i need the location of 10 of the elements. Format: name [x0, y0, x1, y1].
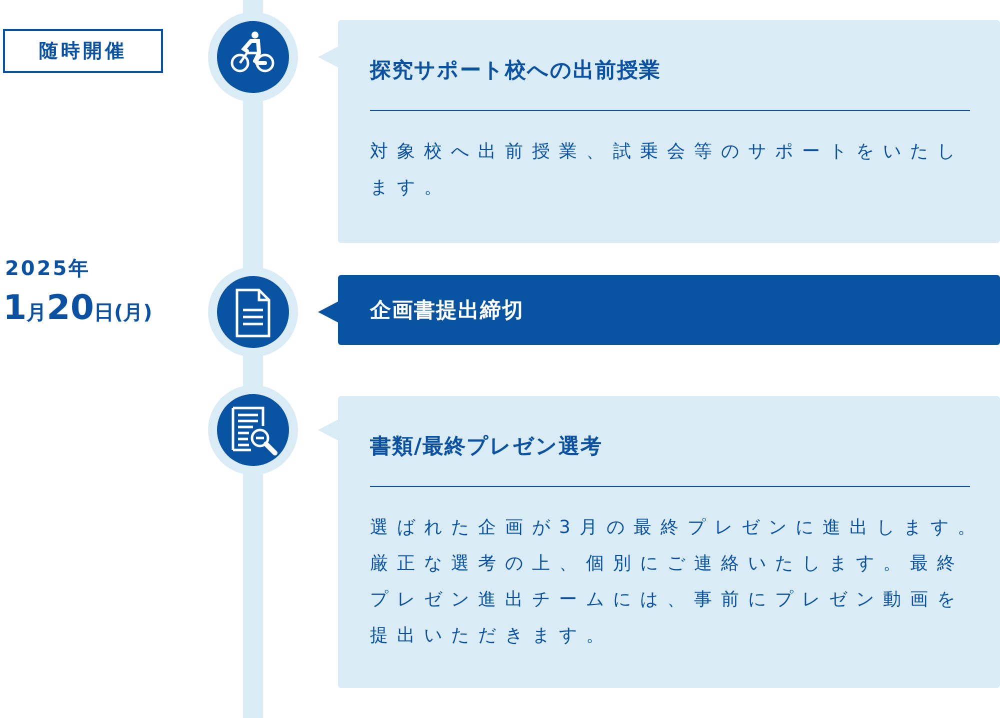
step-title: 企画書提出締切 — [370, 297, 524, 324]
schedule-tag: 随時開催 — [3, 29, 163, 73]
step-description: 対象校へ出前授業、試乗会等のサポートをいたします。 — [370, 140, 965, 200]
date-label: 2025年 — [5, 255, 91, 282]
step-card — [338, 20, 1000, 243]
step-card — [338, 396, 1000, 688]
step-description: 選ばれた企画が3月の最終プレゼンに進出します。厳正な選考の上、個別にご連絡いたします。最終プレゼン進出チームには、事前にプレゼン動画を提出いただきます。 — [370, 516, 986, 648]
step-title: 探究サポート校への出前授業 — [370, 57, 661, 84]
deadline-banner — [338, 275, 1000, 345]
step-title: 書類/最終プレゼン選考 — [370, 433, 603, 460]
